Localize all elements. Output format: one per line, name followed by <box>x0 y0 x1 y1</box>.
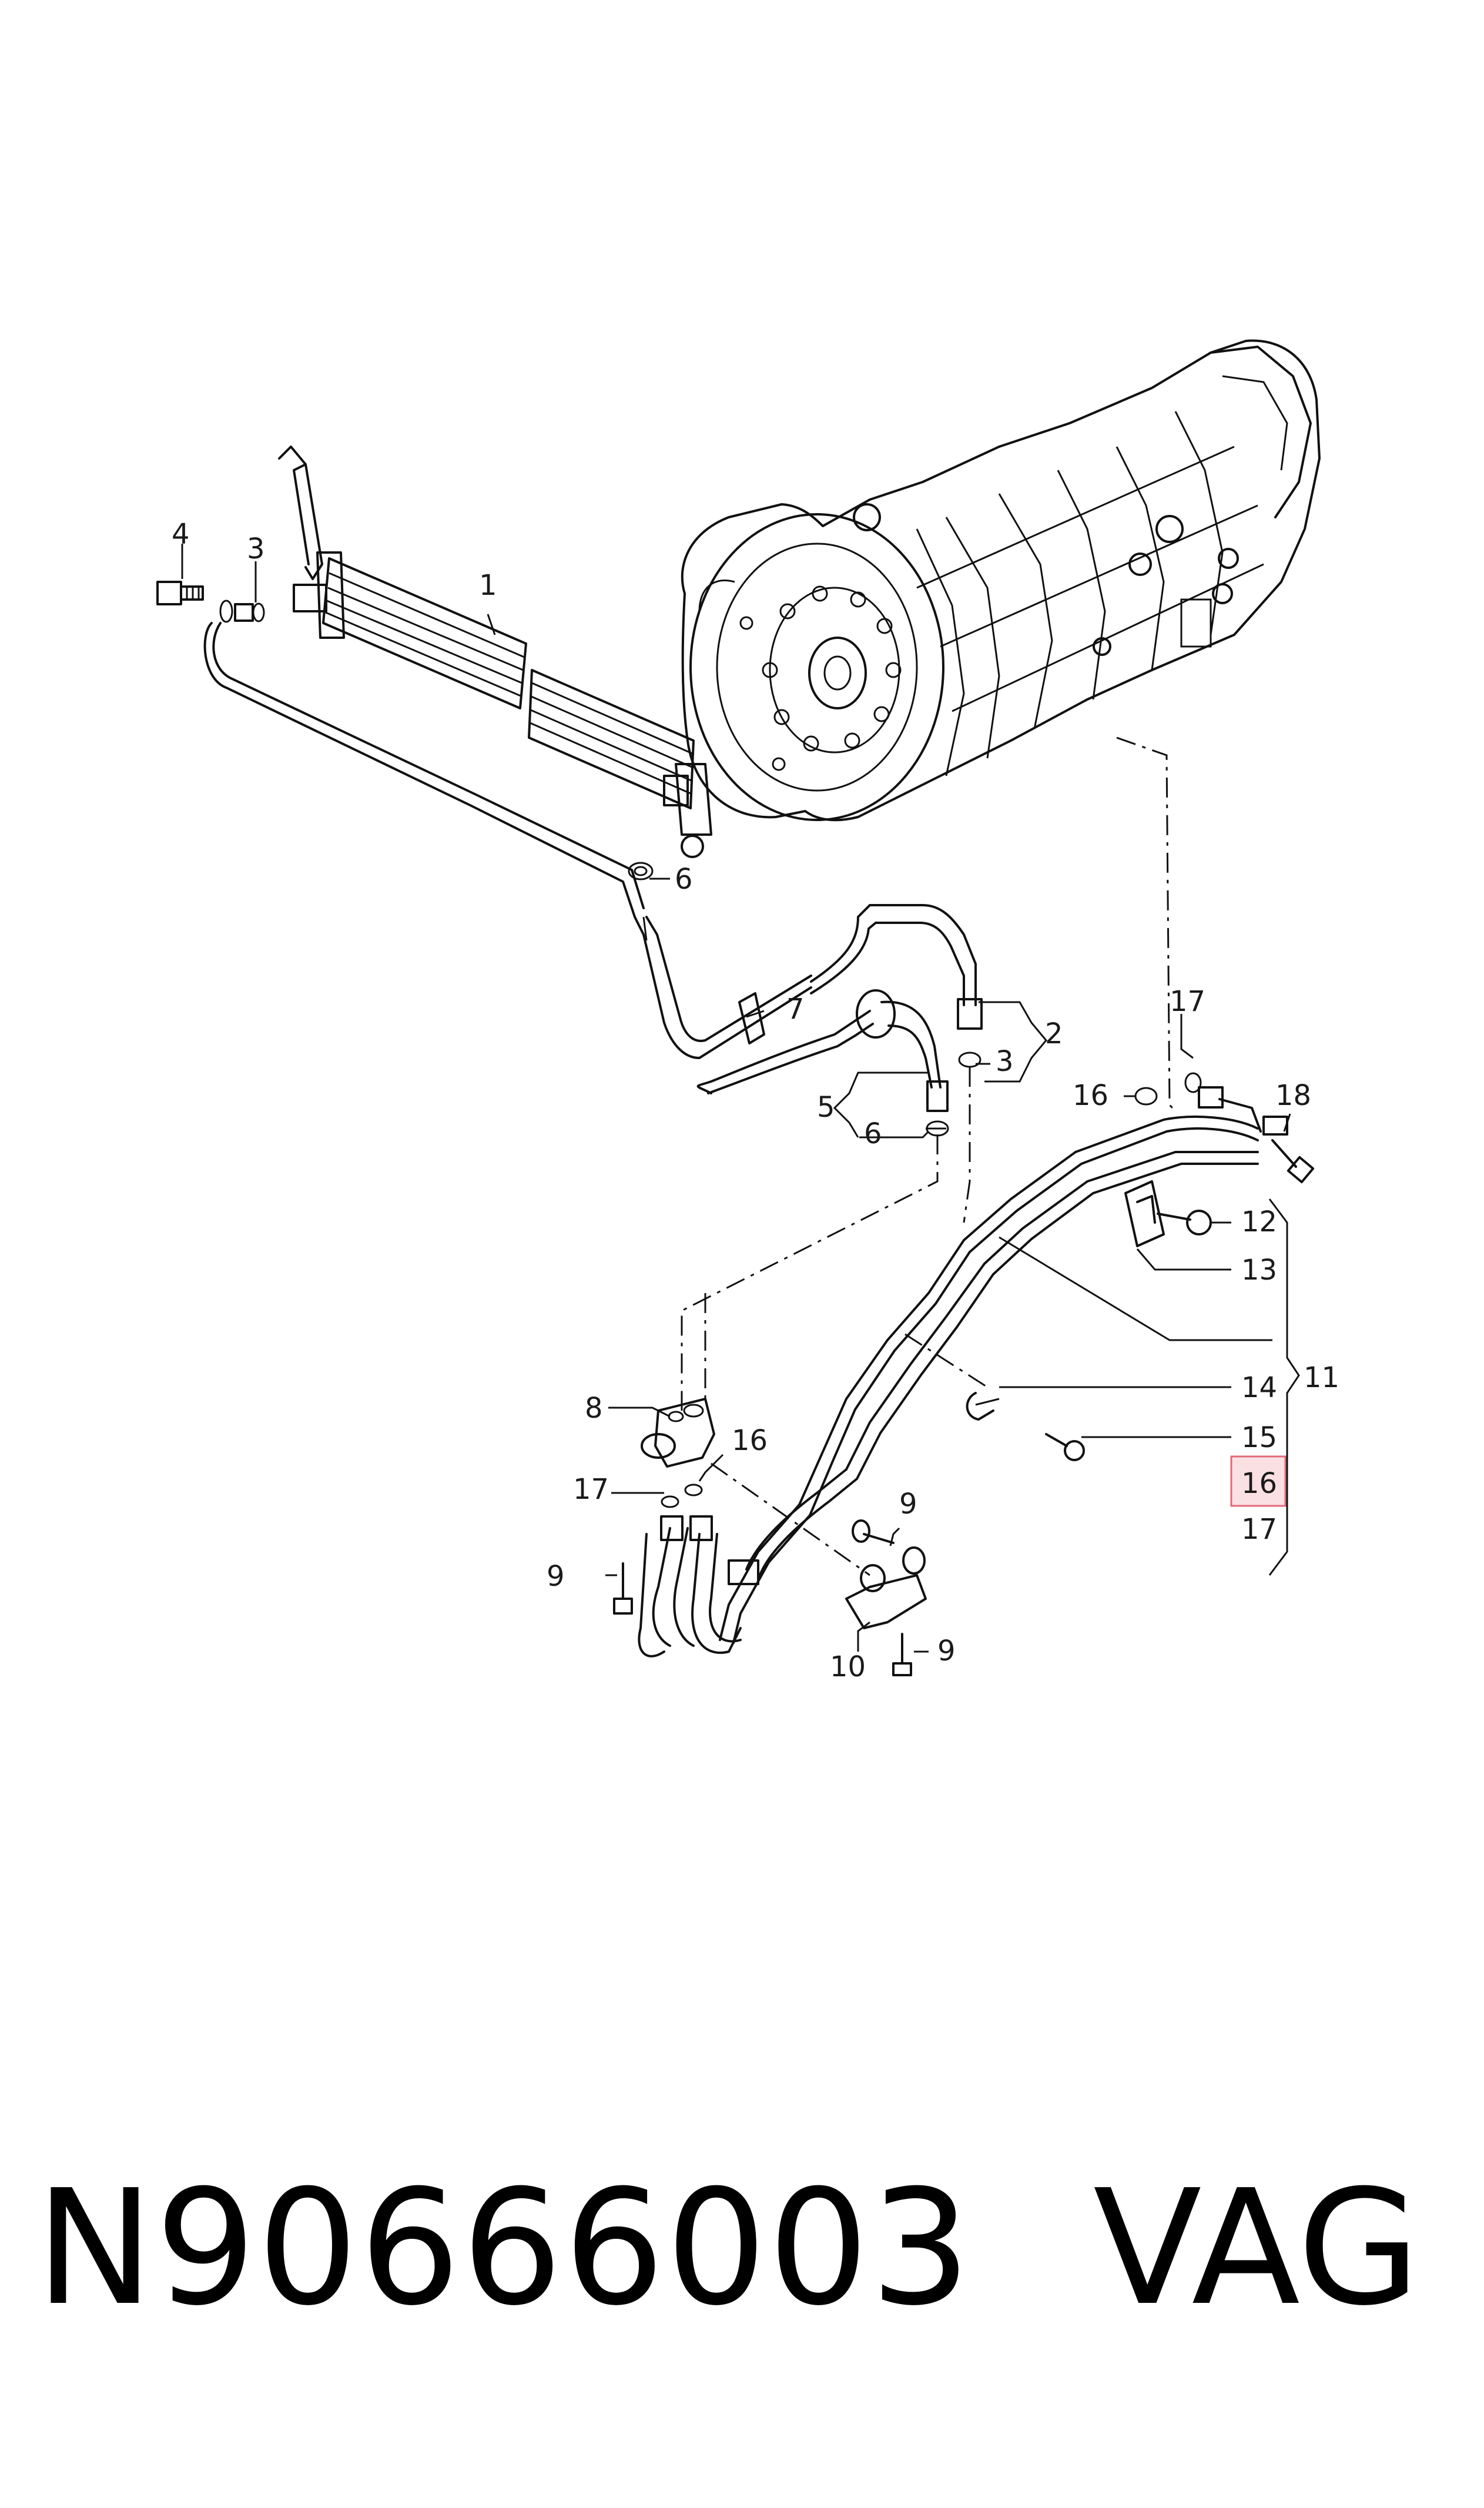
flexplate-bolts <box>739 585 902 771</box>
bolt <box>1157 1210 1212 1235</box>
callout-14: 14 <box>1241 1371 1277 1404</box>
bolt <box>1045 1433 1085 1461</box>
bolt <box>852 1519 895 1544</box>
callout-12: 12 <box>1241 1206 1277 1238</box>
union-fitting <box>641 1398 715 1468</box>
brand-label: VAG <box>1093 2155 1421 2340</box>
bolt <box>613 1562 633 1615</box>
seal <box>661 1495 679 1508</box>
transmission <box>681 339 1321 822</box>
part-number: N90666003 <box>35 2155 973 2340</box>
callout-9: 9 <box>899 1488 917 1521</box>
callout-16: 16 <box>1073 1079 1108 1112</box>
seal <box>628 862 654 880</box>
bolt <box>1271 1139 1315 1184</box>
callout-18: 18 <box>1275 1079 1311 1112</box>
callout-15: 15 <box>1241 1421 1277 1454</box>
bracket <box>1124 1180 1165 1247</box>
callout-17: 17 <box>573 1473 609 1506</box>
clip <box>738 992 765 1044</box>
callout-13: 13 <box>1241 1254 1277 1287</box>
callout-5: 5 <box>817 1091 835 1124</box>
clamp <box>966 1392 1000 1421</box>
seal <box>1134 1087 1158 1106</box>
callout-7: 7 <box>786 993 805 1026</box>
callout-6: 6 <box>864 1117 882 1150</box>
callout-3: 3 <box>996 1045 1014 1078</box>
callout-16: 16 <box>732 1424 768 1457</box>
callout-3: 3 <box>247 533 265 565</box>
cooler-line <box>203 622 983 1060</box>
line-5 <box>696 989 949 1112</box>
seal <box>684 1484 703 1496</box>
bolt <box>892 1633 912 1676</box>
oil-line-assembly <box>638 1086 1288 1658</box>
callout-16: 16 <box>1241 1467 1277 1500</box>
atf-cooler <box>278 446 712 858</box>
callout-10: 10 <box>830 1650 866 1683</box>
callout-4: 4 <box>172 518 190 551</box>
highlight-box <box>1230 1455 1287 1507</box>
callout-2: 2 <box>1045 1017 1063 1050</box>
bracket <box>845 1546 927 1629</box>
callout-8: 8 <box>585 1392 603 1425</box>
callout-17: 17 <box>1241 1513 1277 1546</box>
callout-1: 1 <box>479 569 497 602</box>
callout-11: 11 <box>1304 1361 1339 1394</box>
callout-6: 6 <box>675 863 693 896</box>
callout-9: 9 <box>547 1560 565 1593</box>
callout-9: 9 <box>937 1635 956 1667</box>
seal <box>1184 1072 1202 1093</box>
callout-17: 17 <box>1170 985 1205 1018</box>
fitting-seal <box>219 600 265 623</box>
bolt <box>156 581 204 605</box>
